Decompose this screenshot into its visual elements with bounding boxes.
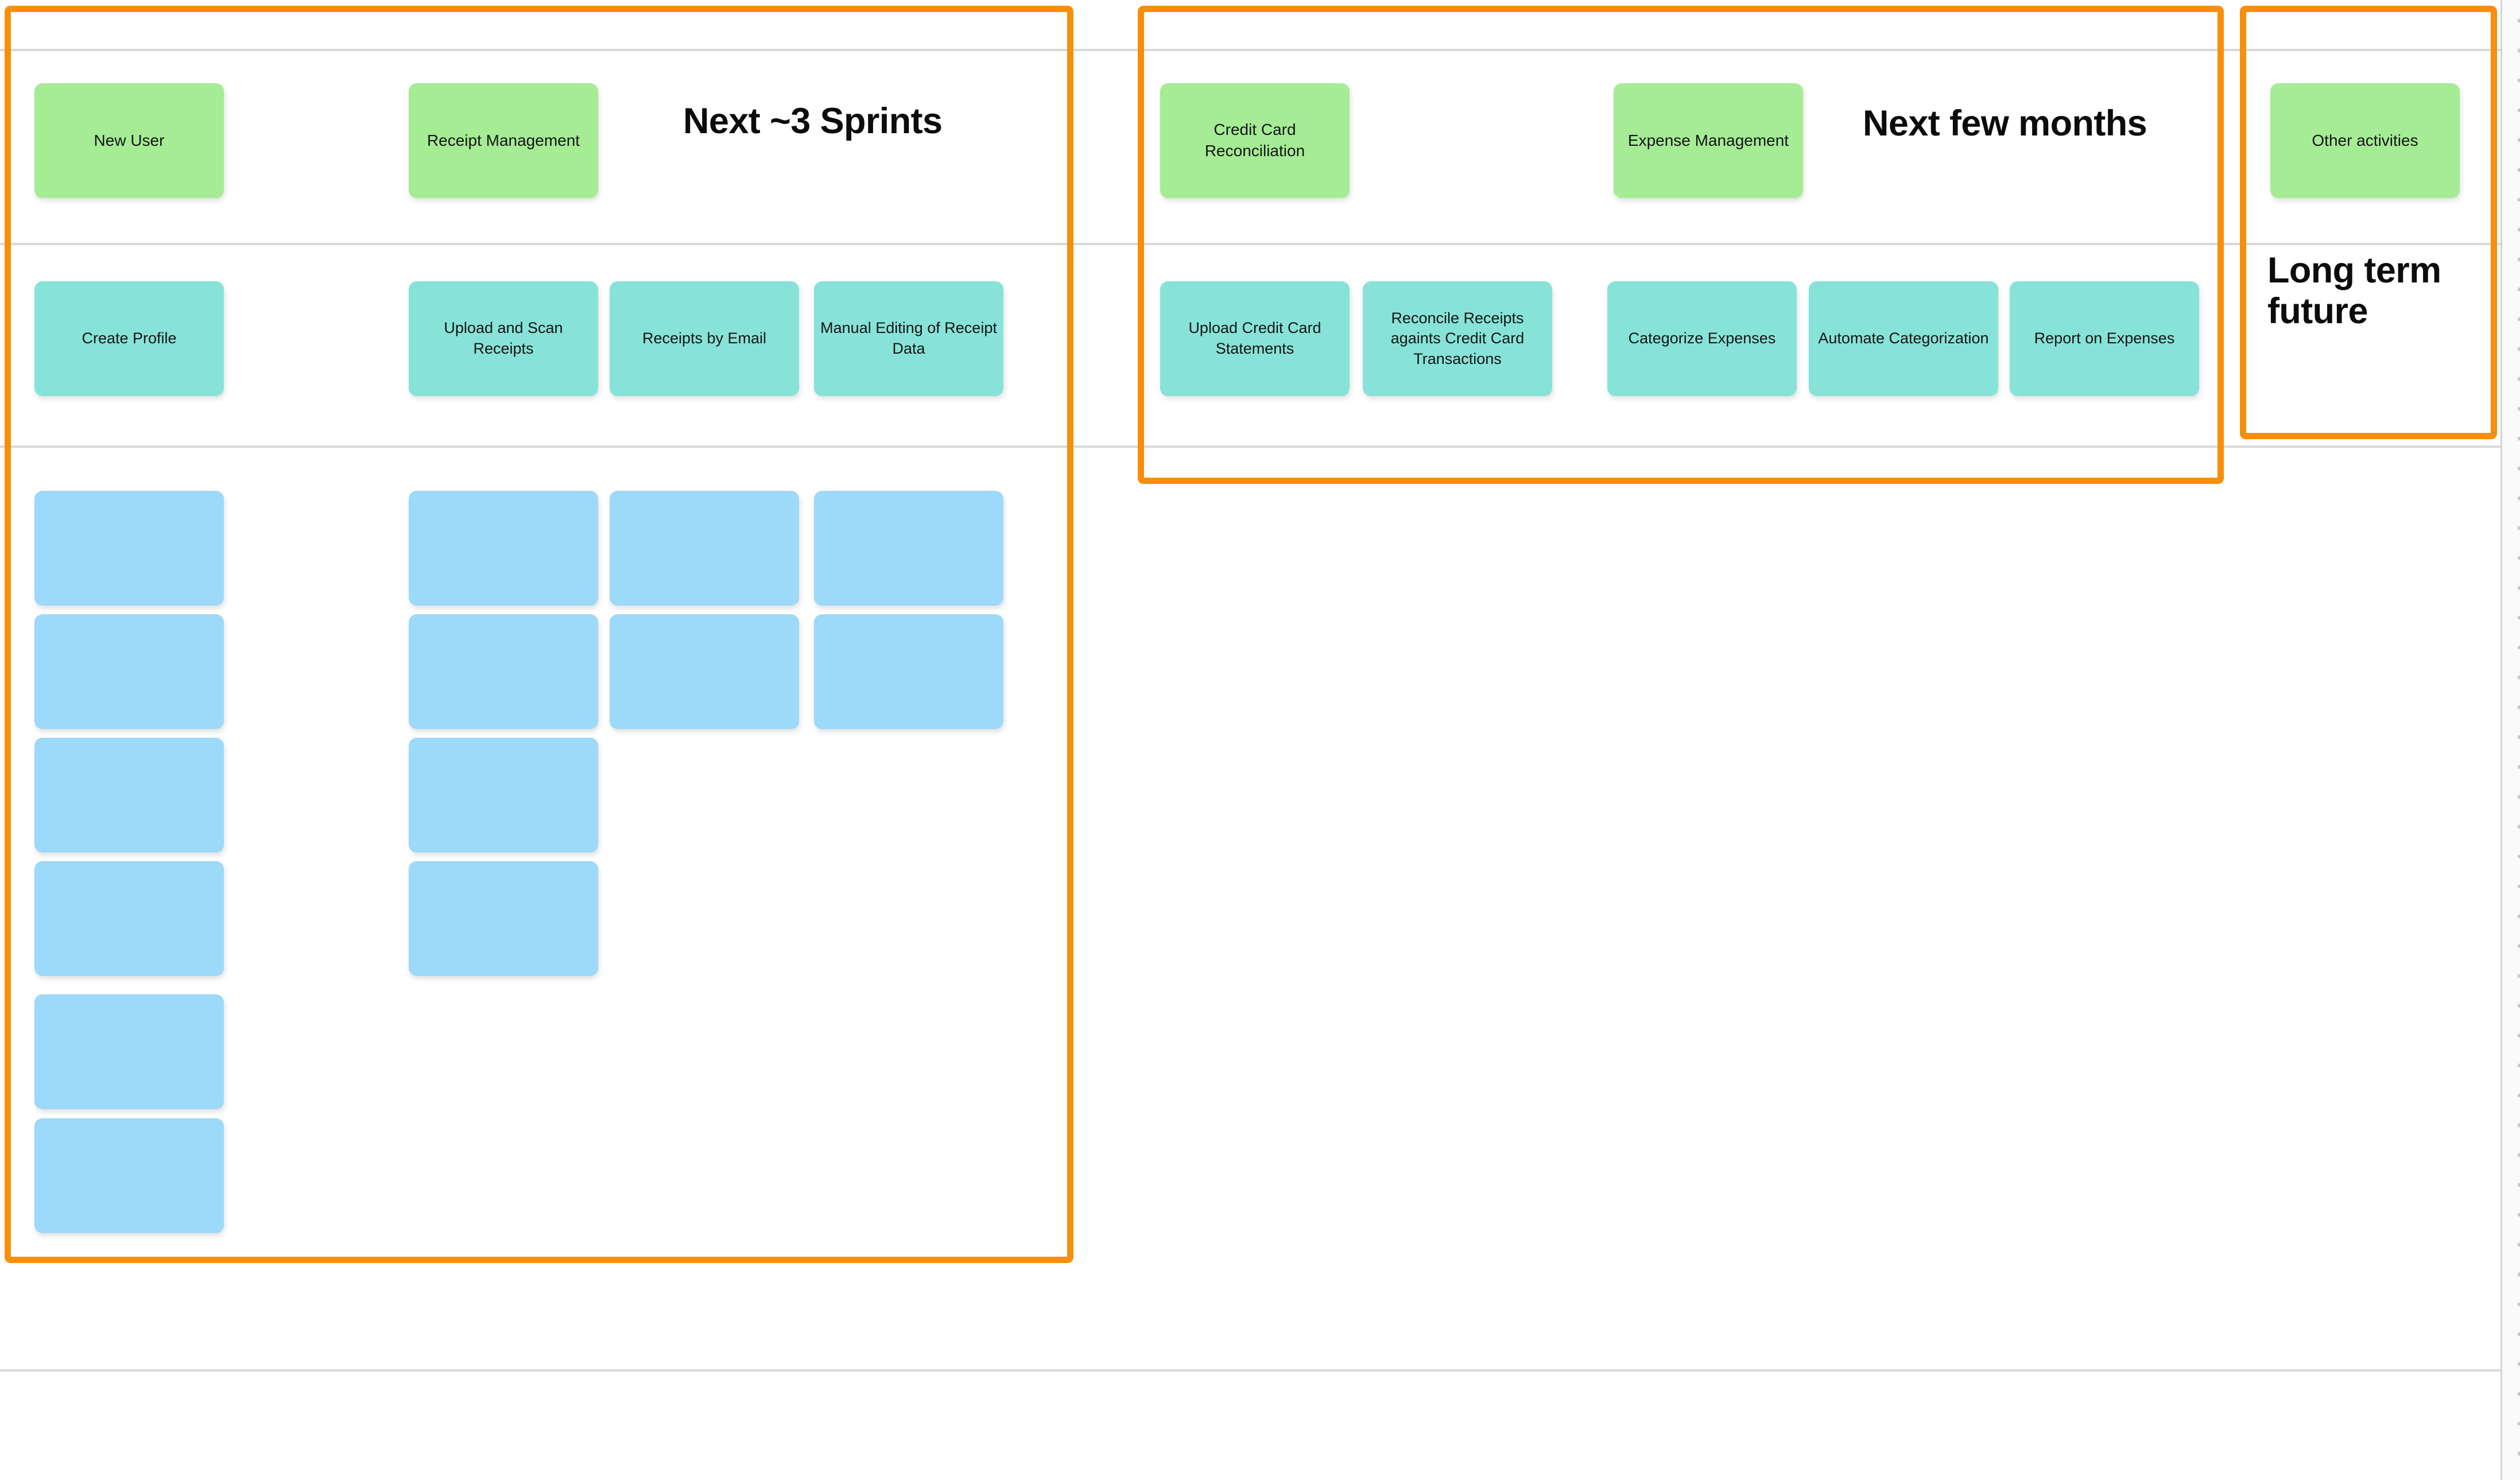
task-card[interactable] bbox=[409, 491, 598, 606]
task-card[interactable] bbox=[34, 614, 224, 729]
activity-card[interactable]: Other activities bbox=[2270, 83, 2460, 198]
activity-card[interactable]: Expense Management bbox=[1614, 83, 1803, 198]
band-title-next-3-sprints: Next ~3 Sprints bbox=[683, 101, 943, 141]
task-card[interactable] bbox=[34, 861, 224, 976]
story-card[interactable]: Categorize Expenses bbox=[1607, 281, 1797, 396]
story-card[interactable]: Manual Editing of Receipt Data bbox=[814, 281, 1003, 396]
task-card[interactable] bbox=[814, 491, 1003, 606]
release-frame-next-few-months[interactable] bbox=[1138, 6, 2224, 484]
band-title-long-term-future: Long term future bbox=[2267, 250, 2441, 331]
story-card[interactable]: Reconcile Receipts againts Credit Card T… bbox=[1363, 281, 1552, 396]
task-card[interactable] bbox=[814, 614, 1003, 729]
task-card[interactable] bbox=[34, 738, 224, 853]
band-title-next-few-months: Next few months bbox=[1863, 103, 2147, 144]
task-card[interactable] bbox=[610, 614, 799, 729]
task-card[interactable] bbox=[610, 491, 799, 606]
story-card[interactable]: Receipts by Email bbox=[610, 281, 799, 396]
task-card[interactable] bbox=[409, 738, 598, 853]
lane-divider-stories bbox=[0, 445, 2500, 448]
lane-divider-tasks bbox=[0, 1369, 2500, 1371]
release-frame-next-3-sprints[interactable] bbox=[5, 6, 1073, 1263]
release-frame-long-term-future[interactable] bbox=[2240, 6, 2497, 439]
story-card[interactable]: Report on Expenses bbox=[2010, 281, 2199, 396]
lane-divider-activities bbox=[0, 243, 2500, 245]
activity-card[interactable]: Receipt Management bbox=[409, 83, 598, 198]
story-card[interactable]: Automate Categorization bbox=[1809, 281, 1998, 396]
task-card[interactable] bbox=[34, 994, 224, 1109]
task-card[interactable] bbox=[34, 491, 224, 606]
activity-card[interactable]: New User bbox=[34, 83, 224, 198]
task-card[interactable] bbox=[409, 861, 598, 976]
task-card[interactable] bbox=[34, 1118, 224, 1233]
story-card[interactable]: Create Profile bbox=[34, 281, 224, 396]
story-card[interactable]: Upload Credit Card Statements bbox=[1160, 281, 1350, 396]
canvas-dotted-gutter bbox=[2500, 0, 2520, 1480]
task-card[interactable] bbox=[409, 614, 598, 729]
activity-card[interactable]: Credit Card Reconciliation bbox=[1160, 83, 1350, 198]
story-card[interactable]: Upload and Scan Receipts bbox=[409, 281, 598, 396]
